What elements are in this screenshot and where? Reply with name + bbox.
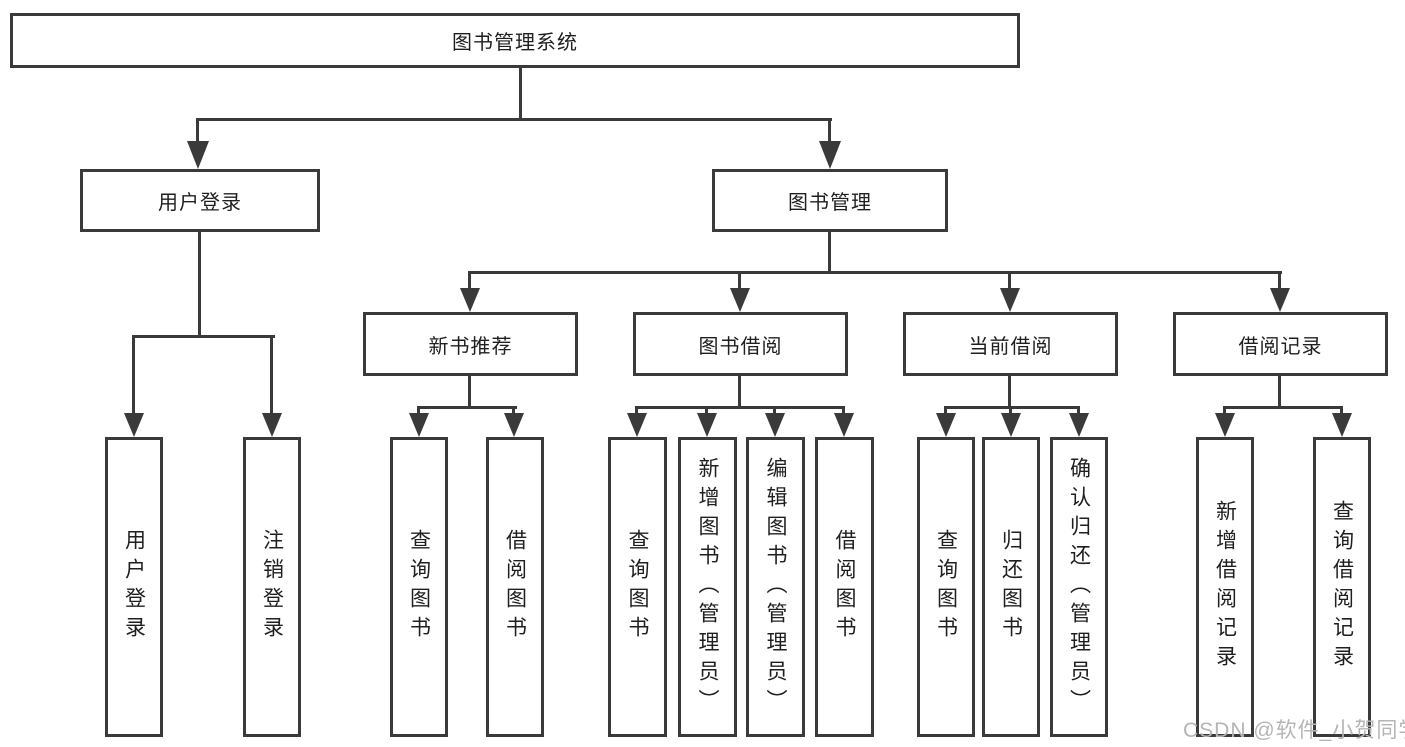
leaf-borrow-books-2-label: 借阅图书: [833, 529, 856, 645]
arrowhead-borrow-records: [1270, 288, 1290, 312]
edge-leaf-borrow-books-1-stem: [512, 406, 515, 415]
edge-leaf-logout-stem: [270, 335, 273, 415]
edge-root-split: [196, 118, 832, 121]
leaf-add-borrow-record: 新增借阅记录: [1196, 437, 1254, 737]
leaf-logout: 注销登录: [243, 437, 301, 737]
node-current-borrow-label: 当前借阅: [968, 335, 1053, 358]
watermark: CSDN @软件_小贺同学: [1183, 719, 1405, 742]
edge-new-book-rec-stem: [468, 271, 471, 290]
edge-leaf-query-books-2-stem: [635, 406, 638, 415]
arrowhead-leaf-confirm-return: [1069, 413, 1089, 437]
arrowhead-leaf-query-books-1: [409, 413, 429, 437]
edge-leaf-add-book-stem: [705, 406, 708, 415]
arrowhead-leaf-edit-book: [765, 413, 785, 437]
arrowhead-leaf-add-record: [1215, 413, 1235, 437]
edge-current-borrow-drop: [1008, 376, 1011, 408]
arrowhead-leaf-query-books-2: [627, 413, 647, 437]
edge-book-borrow-stem: [738, 271, 741, 290]
leaf-return-book: 归还图书: [982, 437, 1040, 737]
edge-book-mgmt-split: [469, 271, 1282, 274]
node-book-borrow-label: 图书借阅: [698, 335, 783, 358]
arrowhead-book-borrow: [730, 288, 750, 312]
leaf-edit-book-admin: 编辑图书（管理员）: [746, 437, 805, 737]
arrowhead-leaf-add-book: [697, 413, 717, 437]
edge-leaf-return-book-stem: [1009, 406, 1012, 415]
edge-root-drop: [519, 68, 522, 121]
leaf-borrow-books-1: 借阅图书: [486, 437, 544, 737]
arrowhead-leaf-query-record: [1332, 413, 1352, 437]
leaf-query-books-1-label: 查询图书: [407, 529, 431, 645]
edge-current-borrow-split: [945, 406, 1080, 409]
leaf-query-books-1: 查询图书: [390, 437, 448, 737]
arrowhead-leaf-query-books-3: [936, 413, 956, 437]
leaf-confirm-return-admin: 确认归还（管理员）: [1050, 437, 1108, 737]
edge-new-book-rec-split: [418, 406, 517, 409]
node-root-label: 图书管理系统: [452, 32, 578, 54]
leaf-user-login-label: 用户登录: [122, 529, 146, 645]
leaf-query-books-2-label: 查询图书: [626, 529, 649, 645]
leaf-return-book-label: 归还图书: [999, 529, 1023, 645]
edge-borrow-records-split: [1224, 406, 1343, 409]
edge-current-borrow-stem: [1008, 271, 1011, 290]
edge-user-login-split: [132, 335, 275, 338]
node-borrow-records: 借阅记录: [1173, 312, 1388, 376]
leaf-user-login: 用户登录: [105, 437, 163, 737]
arrowhead-leaf-borrow-books-1: [504, 413, 524, 437]
leaf-edit-book-admin-label: 编辑图书（管理员）: [764, 456, 787, 718]
arrowhead-leaf-logout: [262, 413, 282, 437]
edge-new-book-rec-drop: [468, 376, 471, 408]
leaf-add-borrow-record-label: 新增借阅记录: [1213, 500, 1237, 674]
leaf-add-book-admin-label: 新增图书（管理员）: [696, 456, 719, 718]
edge-leaf-query-books-3-stem: [944, 406, 947, 415]
arrowhead-current-borrow: [1000, 288, 1020, 312]
leaf-borrow-books-2: 借阅图书: [815, 437, 874, 737]
edge-borrow-records-drop: [1278, 376, 1281, 408]
node-user-login: 用户登录: [80, 169, 320, 232]
leaf-query-books-3: 查询图书: [917, 437, 975, 737]
edge-leaf-confirm-return-stem: [1077, 406, 1080, 415]
edge-leaf-user-login-stem: [132, 335, 135, 415]
node-user-login-label: 用户登录: [158, 192, 242, 214]
edge-book-mgmt-drop: [828, 232, 831, 273]
leaf-borrow-books-1-label: 借阅图书: [503, 529, 527, 645]
leaf-logout-label: 注销登录: [260, 529, 284, 645]
node-book-borrow: 图书借阅: [633, 312, 848, 376]
node-new-book-recommend-label: 新书推荐: [428, 335, 513, 358]
edge-user-login-stem: [196, 118, 199, 144]
edge-user-login-drop: [198, 232, 201, 338]
edge-leaf-query-record-stem: [1340, 406, 1343, 415]
arrowhead-user-login: [187, 141, 209, 169]
leaf-query-borrow-record-label: 查询借阅记录: [1330, 500, 1354, 674]
arrowhead-new-book-rec: [460, 288, 480, 312]
leaf-query-borrow-record: 查询借阅记录: [1313, 437, 1371, 737]
arrowhead-book-mgmt: [819, 141, 841, 169]
edge-leaf-edit-book-stem: [773, 406, 776, 415]
node-book-management-label: 图书管理: [788, 192, 872, 214]
node-book-management: 图书管理: [712, 169, 948, 232]
leaf-query-books-2: 查询图书: [608, 437, 667, 737]
leaf-add-book-admin: 新增图书（管理员）: [678, 437, 737, 737]
node-new-book-recommend: 新书推荐: [363, 312, 578, 376]
edge-leaf-query-books-1-stem: [417, 406, 420, 415]
node-root: 图书管理系统: [10, 13, 1020, 68]
edge-borrow-records-stem: [1278, 271, 1281, 290]
edge-book-borrow-split: [636, 406, 845, 409]
edge-book-mgmt-stem: [828, 118, 831, 144]
edge-book-borrow-drop: [738, 376, 741, 408]
node-current-borrow: 当前借阅: [903, 312, 1118, 376]
arrowhead-leaf-return-book: [1001, 413, 1021, 437]
edge-leaf-add-record-stem: [1223, 406, 1226, 415]
arrowhead-leaf-user-login: [124, 413, 144, 437]
leaf-confirm-return-admin-label: 确认归还（管理员）: [1067, 456, 1091, 718]
edge-leaf-borrow-books-2-stem: [842, 406, 845, 415]
arrowhead-leaf-borrow-books-2: [834, 413, 854, 437]
node-borrow-records-label: 借阅记录: [1238, 335, 1323, 358]
leaf-query-books-3-label: 查询图书: [934, 529, 958, 645]
